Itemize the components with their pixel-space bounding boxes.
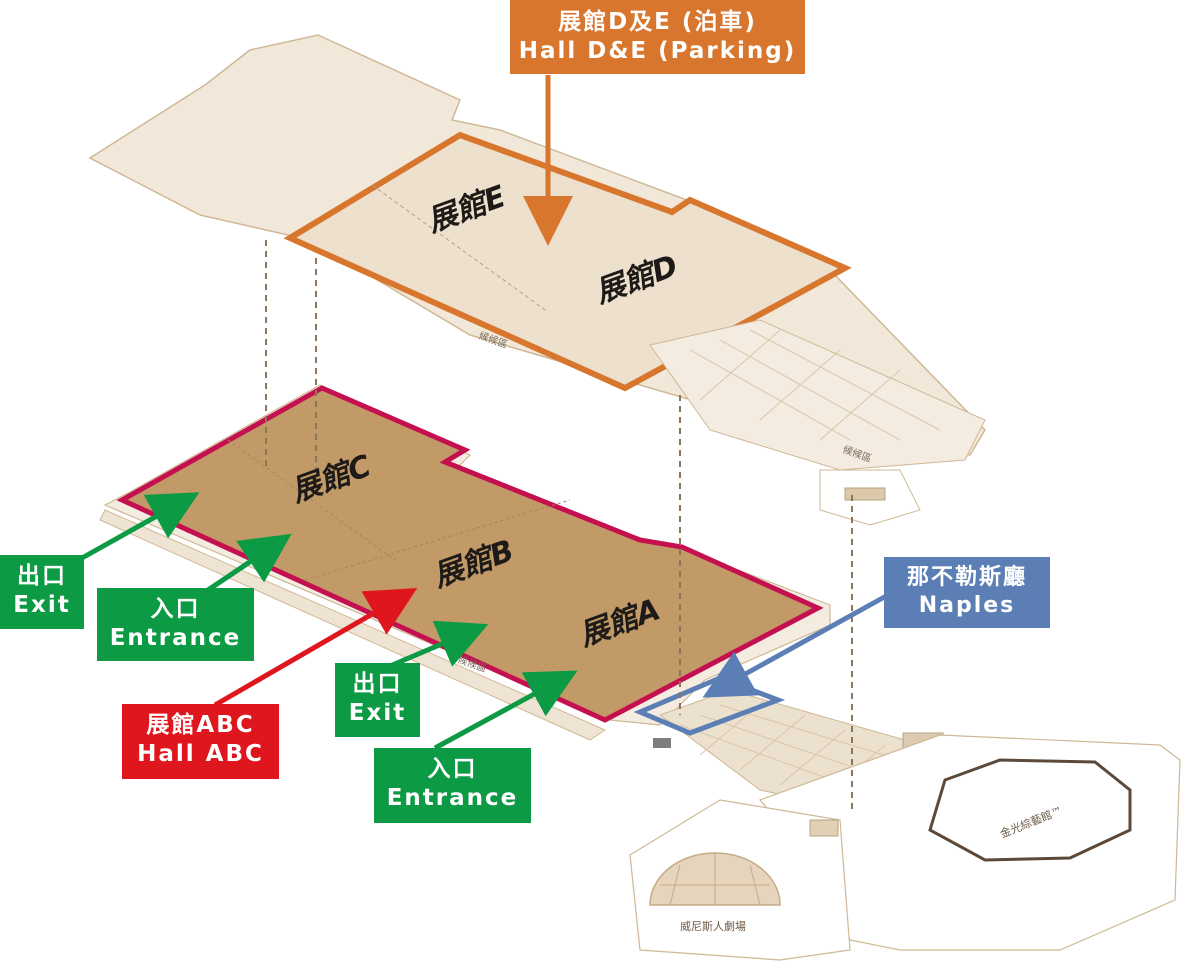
hall-ba-divider (304, 499, 571, 581)
naples-callout: 那不勒斯廳 Naples (884, 557, 1050, 628)
exit-left-callout-line2: Exit (13, 591, 71, 618)
entrance-center-callout-line2: Entrance (386, 784, 519, 811)
hall-abc-callout-line2: Hall ABC (137, 740, 264, 767)
hall-de-callout-line2: Hall D&E (Parking) (518, 37, 797, 64)
entrance-left-callout-line1: 入口 (150, 596, 201, 622)
hall-de-outline (283, 131, 852, 392)
exit-left-arrow (80, 492, 200, 561)
exit-center-arrow (389, 620, 489, 669)
hall-de-callout: 展館D及E (泊車) Hall D&E (Parking) (510, 0, 805, 74)
arena-area (629, 734, 1181, 961)
hall-abc-callout: 展館ABC Hall ABC (122, 704, 279, 779)
naples-outline (633, 675, 786, 736)
exit-left-callout: 出口 Exit (0, 555, 84, 629)
alignment-guides (265, 240, 853, 810)
naples-arrow (702, 592, 890, 698)
hall-abc-outline (116, 385, 824, 723)
upper-annex (649, 319, 986, 471)
exit-center-callout-line1: 出口 (352, 671, 403, 697)
entrance-left-callout: 入口 Entrance (97, 588, 254, 661)
venetian-theatre-label: 威尼斯人劇場 (680, 919, 746, 933)
entrance-center-callout-line1: 入口 (427, 756, 478, 782)
exit-center-callout: 出口 Exit (335, 663, 420, 737)
hall-de-callout-line1: 展館D及E (泊車) (558, 9, 757, 35)
naples-callout-line1: 那不勒斯廳 (906, 565, 1027, 590)
upper-staircase (844, 487, 886, 501)
annex-grid (689, 329, 941, 441)
entrance-left-arrow (206, 533, 292, 593)
naples-facility (653, 738, 671, 748)
exit-left-callout-line1: 出口 (17, 563, 67, 589)
hall-abc-callout-line1: 展館ABC (146, 712, 255, 738)
callout-arrows (80, 75, 890, 751)
entrance-center-callout: 入口 Entrance (374, 748, 531, 823)
arena-lobby-block (809, 819, 839, 837)
hall-abc-arrow (213, 587, 418, 708)
hall-de-divider (371, 184, 549, 313)
exit-center-callout-line2: Exit (348, 699, 407, 726)
entrance-center-arrow (433, 670, 578, 751)
cotai-arena-outline (928, 758, 1132, 862)
hall-cb-divider (227, 439, 396, 561)
entrance-left-callout-line2: Entrance (109, 624, 242, 651)
naples-callout-line2: Naples (918, 592, 1016, 618)
